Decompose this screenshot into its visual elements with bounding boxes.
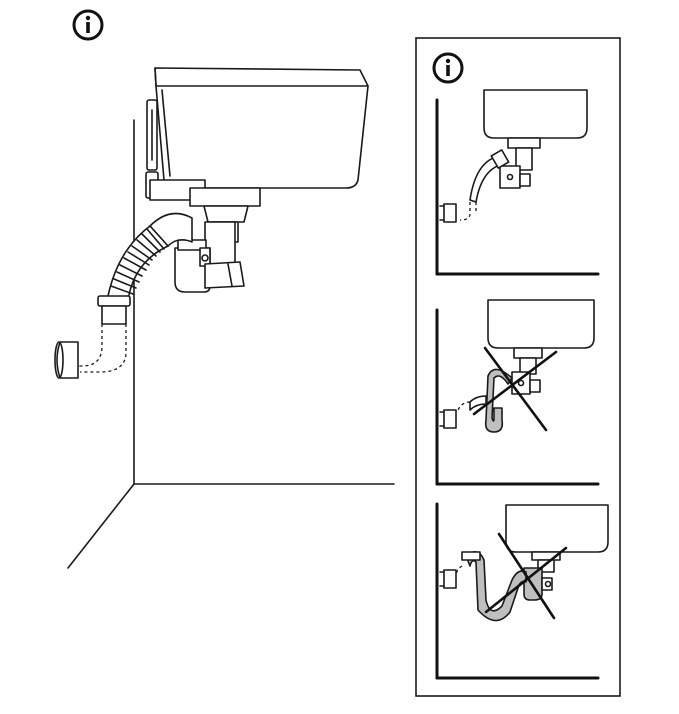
hose-ribs: [110, 228, 165, 295]
panel-correct-installation: [435, 89, 600, 276]
comparison-panel: [415, 37, 621, 697]
prohibited-cross-icon: [472, 346, 558, 432]
info-icon: [432, 52, 464, 84]
room-corner-lines: [67, 119, 395, 569]
prohibited-cross-icon: [484, 532, 568, 620]
panel-incorrect-siphon-loop: [435, 299, 600, 486]
info-icon: [72, 9, 104, 41]
sink-assembly: [54, 67, 369, 379]
panel-incorrect-double-trap: [435, 502, 609, 680]
